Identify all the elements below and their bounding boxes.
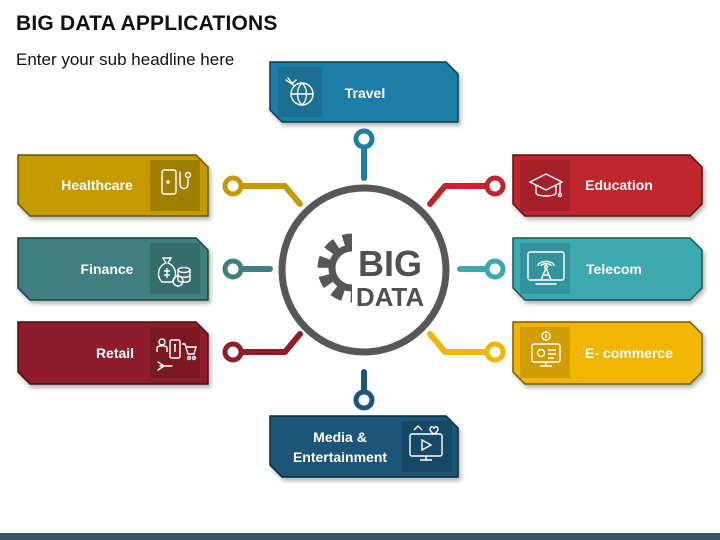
connector-telecom (457, 258, 506, 280)
card-label-media-line1: Media & (313, 429, 367, 445)
big-data-hub: BIG DATA (278, 184, 450, 356)
connector-finance (222, 258, 273, 280)
card-label-education: Education (585, 177, 653, 193)
money-bag-coins-icon (157, 257, 191, 287)
hub-label-data: DATA (356, 282, 425, 312)
online-payment-icon (531, 331, 561, 367)
signal-tower-icon (527, 251, 565, 285)
page-title: BIG DATA APPLICATIONS (16, 12, 278, 35)
shopping-cart-icon (156, 338, 197, 371)
footer-bar (0, 533, 720, 540)
connector-healthcare (222, 175, 303, 207)
card-label-healthcare: Healthcare (61, 177, 133, 193)
connector-retail (222, 331, 303, 363)
media-screen-icon (409, 425, 443, 461)
connector-ecommerce (427, 331, 506, 363)
graduation-cap-icon (528, 173, 564, 198)
globe-plane-icon (285, 77, 314, 106)
mobile-stethoscope-icon (161, 169, 192, 195)
connector-travel (353, 128, 375, 181)
card-label-ecommerce: E- commerce (585, 345, 673, 361)
connector-education (427, 175, 506, 207)
page-subtitle: Enter your sub headline here (16, 50, 235, 69)
card-label-telecom: Telecom (586, 261, 642, 277)
card-label-media-line2: Entertainment (293, 449, 387, 465)
card-label-retail: Retail (96, 345, 134, 361)
connector-media (353, 369, 375, 411)
hub-label-big: BIG (358, 243, 422, 284)
card-label-finance: Finance (81, 261, 134, 277)
card-label-travel: Travel (345, 85, 385, 101)
